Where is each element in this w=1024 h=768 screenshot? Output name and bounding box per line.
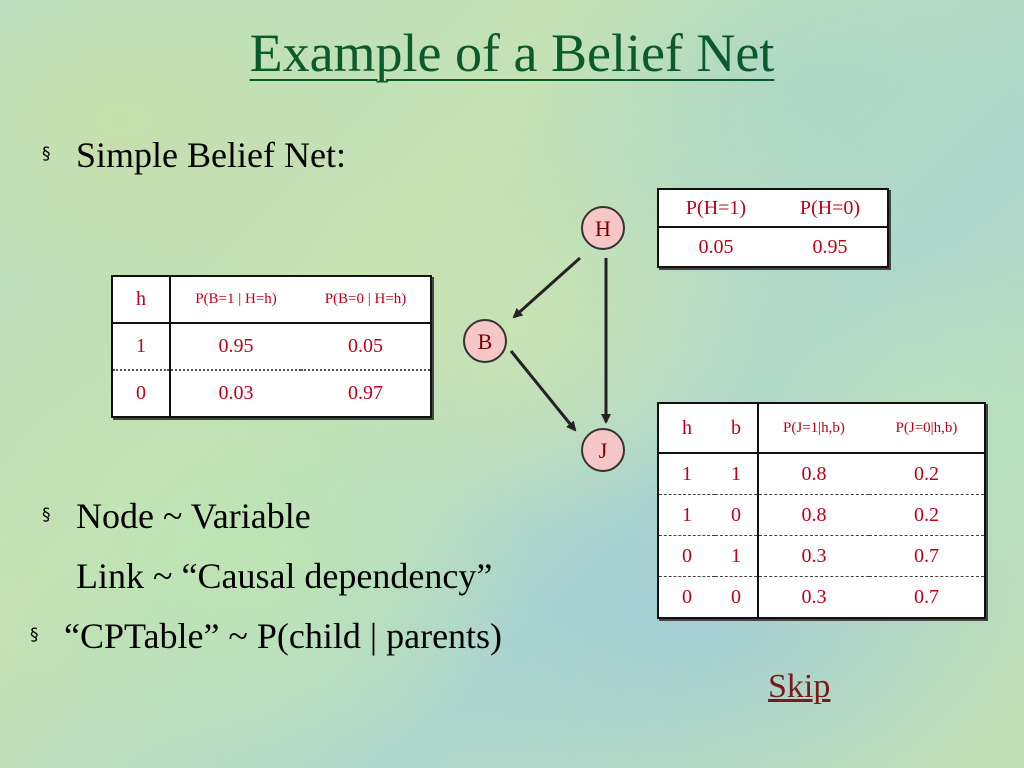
table-cell: 1 <box>715 453 758 495</box>
table-cell: 0.97 <box>348 382 383 404</box>
table-row: 1 1 0.8 0.2 <box>658 453 985 495</box>
table-cell: 0.05 <box>301 323 431 371</box>
table-header-cell: h <box>658 403 715 454</box>
table-cell: 0.7 <box>869 535 985 577</box>
cpt-table-b: h P(B=1 | H=h) P(B=0 | H=h) 1 0.95 0.05 … <box>111 275 432 418</box>
bullet-text: “CPTable” ~ P(child | parents) <box>64 616 503 656</box>
bullet-marker-icon: § <box>42 505 51 525</box>
table-header-row: h P(B=1 | H=h) P(B=0 | H=h) <box>112 276 431 324</box>
table-row: 0 0.03 0.97 <box>112 370 431 417</box>
bullet-text: Simple Belief Net: <box>76 135 346 175</box>
table-cell: 0.3 <box>757 576 869 618</box>
cpt-table-h: P(H=1) P(H=0) 0.05 0.95 <box>657 188 889 268</box>
table-cell: 0 <box>136 382 146 404</box>
bullet-simple-belief-net: § Simple Belief Net: <box>42 134 346 176</box>
table-header-cell: P(B=1 | H=h) <box>169 276 301 324</box>
table-row: 1 0 0.8 0.2 <box>658 494 985 536</box>
table-cell: 0 <box>682 585 692 608</box>
table-row: 0 1 0.3 0.7 <box>658 535 985 577</box>
bullet-text: Node ~ Variable <box>76 496 311 536</box>
table-cell: 0.05 <box>698 235 734 258</box>
slide-title: Example of a Belief Net <box>249 23 775 83</box>
table-cell: 0.03 <box>169 370 301 417</box>
table-header-cell: P(H=1) <box>658 189 773 228</box>
table-header-cell: b <box>715 403 758 454</box>
table-row: 0.05 0.95 <box>658 227 888 267</box>
table-cell: 1 <box>658 494 715 536</box>
table-cell: 1 <box>658 453 715 495</box>
table-row: 1 0.95 0.05 <box>112 323 431 371</box>
table-header-row: h b P(J=1|h,b) P(J=0|h,b) <box>658 403 985 454</box>
edge-h-to-b <box>512 256 581 319</box>
cpt-table-j: h b P(J=1|h,b) P(J=0|h,b) 1 1 0.8 0.2 1 … <box>657 402 986 619</box>
node-h-label: H <box>595 216 611 241</box>
table-cell: 0.2 <box>869 494 985 536</box>
table-row: 0 0 0.3 0.7 <box>658 576 985 618</box>
table-header-cell: P(H=0) <box>773 189 888 228</box>
table-cell: 0.8 <box>757 494 869 536</box>
table-cell: 0.7 <box>914 585 939 608</box>
table-header-row: P(H=1) P(H=0) <box>658 189 888 228</box>
table-cell: 0.3 <box>757 535 869 577</box>
node-j-label: J <box>599 438 608 463</box>
bullet-marker-icon: § <box>42 144 51 164</box>
table-cell: 0.8 <box>757 453 869 495</box>
bullet-cptable: § “CPTable” ~ P(child | parents) <box>30 615 503 657</box>
node-j <box>581 428 625 472</box>
skip-link[interactable]: Skip <box>768 668 831 705</box>
table-header-cell: h <box>112 276 170 324</box>
table-cell: 0 <box>715 494 758 536</box>
node-b <box>463 319 507 363</box>
table-header-cell: P(J=1|h,b) <box>757 403 869 454</box>
bullet-marker-icon: § <box>30 625 39 645</box>
table-cell: 0 <box>731 585 741 608</box>
table-cell: 1 <box>112 323 170 371</box>
bullet-node-variable: § Node ~ Variable <box>42 495 311 537</box>
table-cell: 0.95 <box>812 235 848 258</box>
edge-b-to-j <box>509 350 577 432</box>
table-header-cell: P(J=0|h,b) <box>869 403 985 454</box>
bullet-link-text: Link ~ “Causal dependency” <box>76 556 493 596</box>
table-header-cell: P(B=0 | H=h) <box>301 276 431 324</box>
table-cell: 0.95 <box>169 323 301 371</box>
table-cell: 0.2 <box>869 453 985 495</box>
table-cell: 1 <box>715 535 758 577</box>
table-cell: 0 <box>658 535 715 577</box>
node-h <box>581 206 625 250</box>
node-b-label: B <box>478 329 493 354</box>
